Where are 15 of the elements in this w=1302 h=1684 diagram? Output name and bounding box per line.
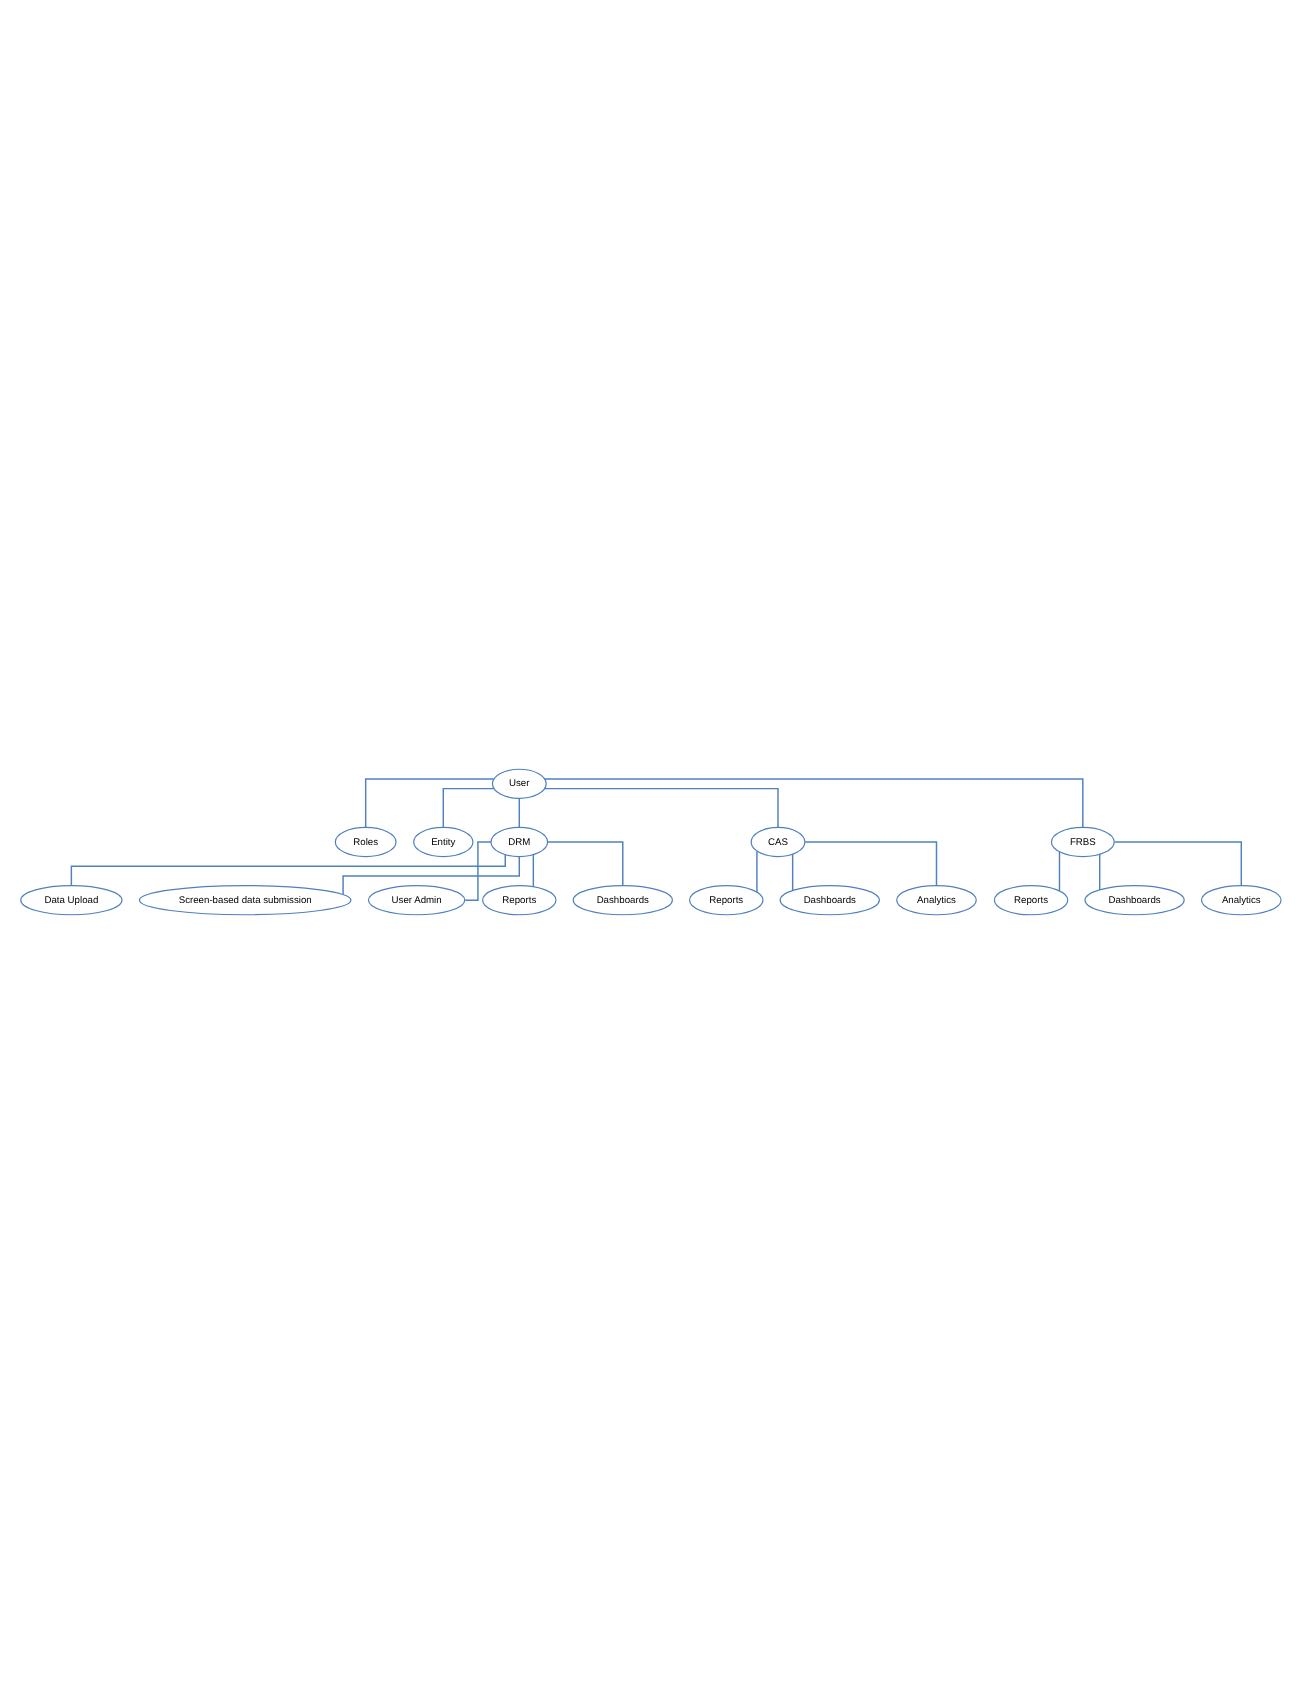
connector [546, 841, 624, 887]
connector [1113, 841, 1242, 887]
connector [804, 841, 938, 887]
connector [544, 787, 779, 829]
connector [464, 841, 492, 901]
connector [532, 853, 535, 888]
connector [518, 797, 520, 828]
connector [1058, 851, 1061, 892]
connector [364, 778, 495, 829]
connector [342, 855, 520, 896]
connector [1099, 853, 1101, 891]
connector [544, 778, 1084, 829]
connector [442, 787, 495, 829]
connector [791, 853, 794, 892]
connector [756, 850, 758, 893]
